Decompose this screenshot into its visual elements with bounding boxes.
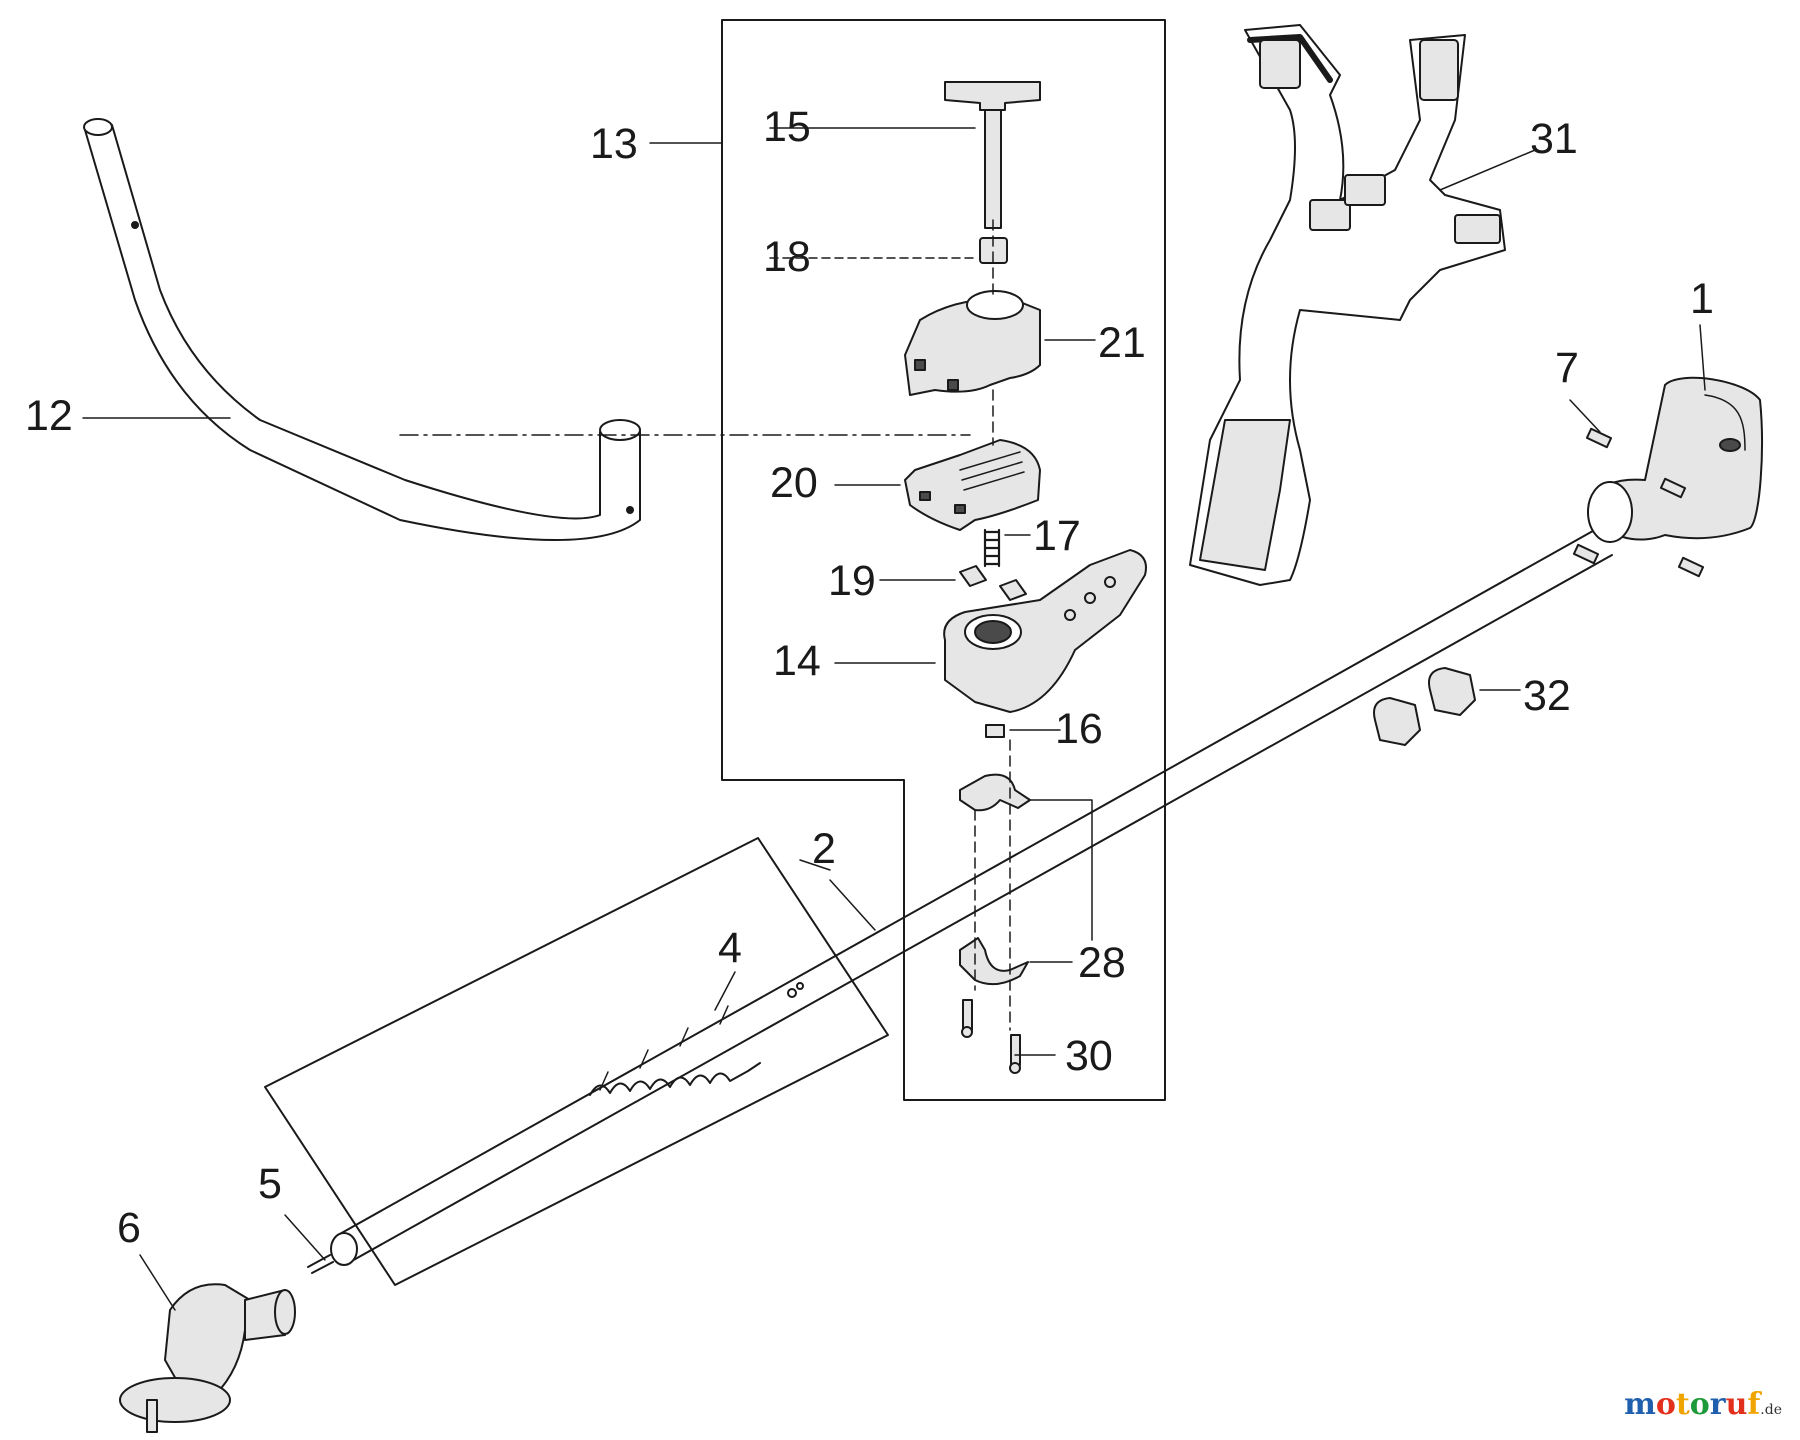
engine-housing	[1587, 376, 1763, 543]
callout-28: 28	[1078, 939, 1126, 987]
callout-6: 6	[117, 1204, 141, 1252]
lower-clamp	[904, 439, 1041, 531]
drive-shaft	[307, 982, 804, 1274]
callout-12: 12	[25, 392, 73, 440]
clamp-screws	[961, 999, 1021, 1074]
spring	[983, 528, 1001, 568]
watermark-letter-m: m	[1624, 1387, 1656, 1422]
callout-30: 30	[1065, 1032, 1113, 1080]
watermark-logo: motoruf.de	[1624, 1390, 1782, 1420]
shaft-group-outline	[264, 837, 889, 1286]
callout-4: 4	[718, 924, 742, 972]
pipe-clips	[1373, 667, 1476, 746]
callout-13: 13	[590, 120, 638, 168]
watermark-letter-r: r	[1709, 1387, 1726, 1422]
callout-19: 19	[828, 557, 876, 605]
watermark-suffix: .de	[1760, 1402, 1782, 1418]
leader-lines	[82, 127, 1706, 1311]
watermark-letter-o: o	[1655, 1387, 1676, 1422]
hex-nut	[985, 724, 1005, 738]
callout-14: 14	[773, 637, 821, 685]
housing-screws	[1572, 427, 1705, 578]
knob-bolt	[944, 81, 1041, 229]
callout-18: 18	[763, 233, 811, 281]
watermark-letter-f: f	[1747, 1387, 1761, 1422]
callout-16: 16	[1055, 705, 1103, 753]
square-nuts	[959, 565, 1027, 601]
watermark-letter-u: u	[1725, 1387, 1748, 1422]
watermark-letter-o2: o	[1689, 1387, 1710, 1422]
callout-15: 15	[763, 103, 811, 151]
upper-pipe-clamp	[959, 773, 1031, 812]
assembly-13-outline	[721, 19, 1166, 1101]
callout-21: 21	[1098, 319, 1146, 367]
callout-17: 17	[1033, 512, 1081, 560]
main-tube	[330, 526, 1613, 1266]
callout-20: 20	[770, 459, 818, 507]
gear-head	[119, 1283, 296, 1433]
assembly-dashed-lines	[974, 219, 1011, 1031]
shoulder-harness	[1189, 24, 1506, 586]
callout-2: 2	[812, 825, 836, 873]
handle-bracket	[943, 549, 1147, 713]
handlebar	[83, 118, 641, 541]
watermark-letter-t: t	[1675, 1387, 1690, 1422]
callout-1: 1	[1690, 275, 1714, 323]
lower-pipe-clamp	[959, 937, 1029, 986]
callout-32: 32	[1523, 672, 1571, 720]
callout-5: 5	[258, 1160, 282, 1208]
callout-7: 7	[1555, 344, 1579, 392]
callout-31: 31	[1530, 115, 1578, 163]
upper-clamp	[904, 290, 1041, 396]
